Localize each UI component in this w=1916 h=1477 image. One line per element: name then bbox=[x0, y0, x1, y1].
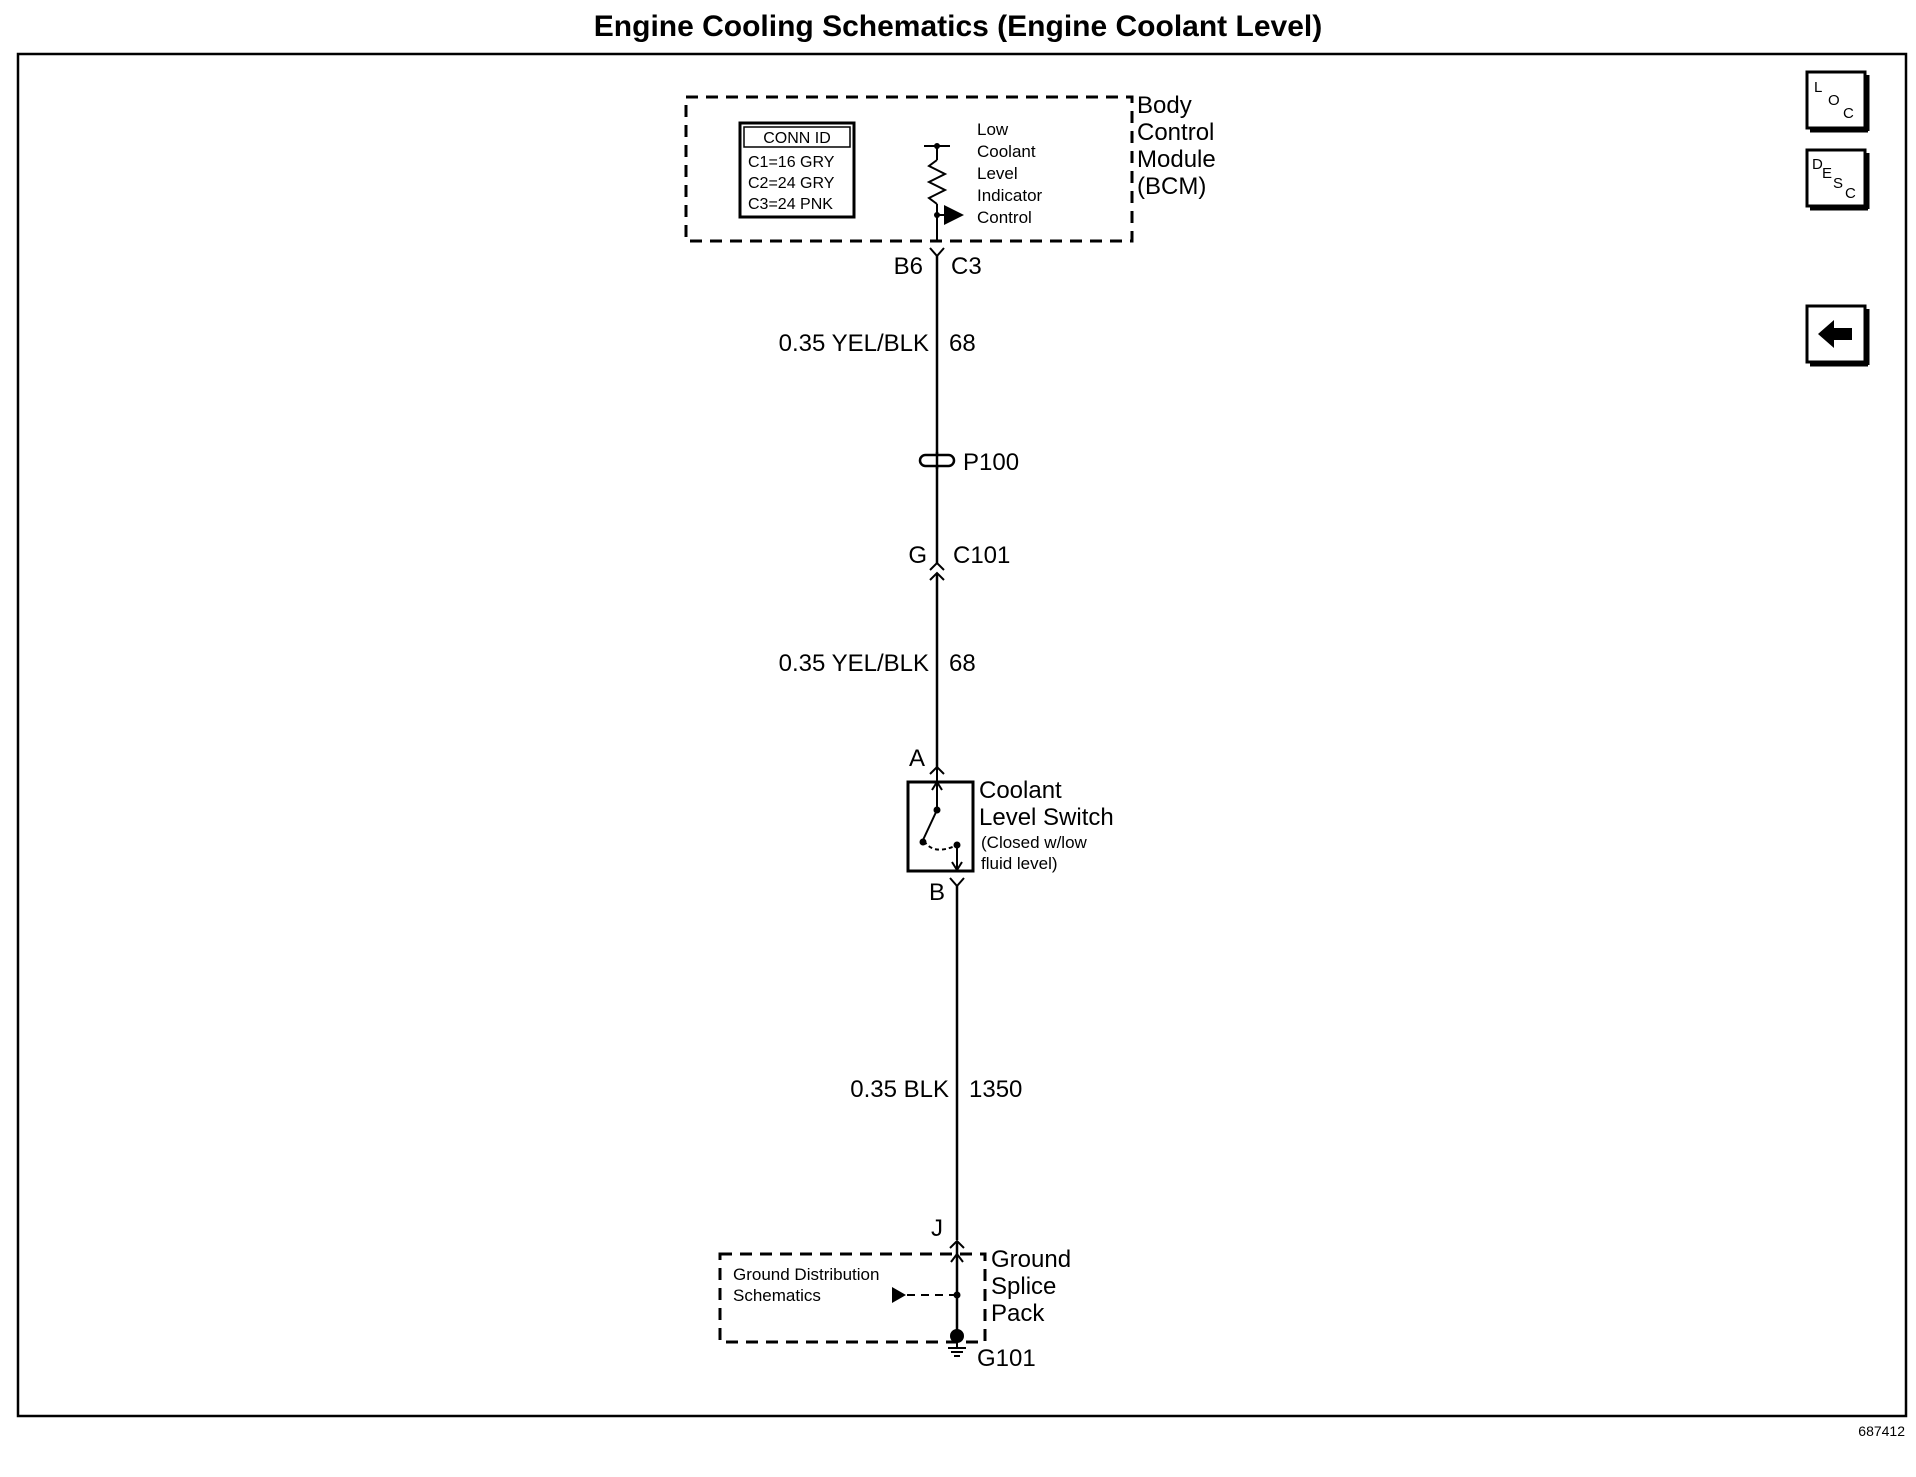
bcm-name-line-1: Body bbox=[1137, 92, 1192, 119]
loc-button[interactable]: L O C bbox=[1805, 70, 1870, 133]
conn-id-c1: C1=16 GRY bbox=[748, 154, 835, 171]
figure-id: 687412 bbox=[1858, 1423, 1905, 1439]
pull-up-resistor-icon bbox=[924, 145, 964, 240]
switch-name-line-1: Coolant bbox=[979, 777, 1062, 804]
conn-id-box: CONN ID C1=16 GRY C2=24 GRY C3=24 PNK bbox=[738, 121, 856, 219]
inline-connector-name: C101 bbox=[953, 542, 1010, 569]
circuit-label-line-1: Low bbox=[977, 120, 1009, 139]
ground-splice-pack: Ground Distribution Schematics Ground Sp… bbox=[718, 1239, 1071, 1344]
pass-through-label: P100 bbox=[963, 449, 1019, 476]
wire-3-circuit: 1350 bbox=[969, 1076, 1022, 1103]
bcm-connector-label: C3 bbox=[951, 253, 982, 280]
reference-arrow-icon bbox=[892, 1287, 906, 1303]
conn-id-c3: C3=24 PNK bbox=[748, 196, 833, 213]
circuit-label-line-2: Coolant bbox=[977, 142, 1036, 161]
ground-splice-name-line-1: Ground bbox=[991, 1246, 1071, 1273]
switch-body bbox=[906, 780, 975, 873]
bcm-dashed-border bbox=[684, 95, 1134, 243]
switch-pin-b: B bbox=[929, 879, 945, 906]
ground-symbol-icon bbox=[948, 1329, 966, 1357]
circuit-label-line-5: Control bbox=[977, 208, 1032, 227]
bcm-pin-label: B6 bbox=[894, 253, 923, 280]
switch-node-top bbox=[933, 806, 941, 814]
ground-splice-name-line-3: Pack bbox=[991, 1300, 1045, 1327]
bcm-name-line-4: (BCM) bbox=[1137, 173, 1206, 200]
coolant-level-switch: Coolant Level Switch (Closed w/low fluid… bbox=[906, 765, 1114, 873]
ground-splice-pin: J bbox=[931, 1215, 943, 1242]
wire-2-circuit: 68 bbox=[949, 650, 976, 677]
desc-letter-4: C bbox=[1845, 185, 1856, 202]
wire-3-gauge-color: 0.35 BLK bbox=[850, 1076, 949, 1103]
switch-pin-a: A bbox=[909, 745, 925, 772]
switch-node-bottom bbox=[953, 841, 961, 849]
diagram-frame bbox=[16, 52, 1908, 1418]
page-title: Engine Cooling Schematics (Engine Coolan… bbox=[594, 10, 1322, 43]
bcm-name-line-3: Module bbox=[1137, 146, 1216, 173]
switch-contact-icon bbox=[922, 767, 963, 872]
switch-node-pivot bbox=[919, 838, 927, 846]
switch-note-line-1: (Closed w/low bbox=[981, 833, 1088, 852]
ground-splice-name-line-2: Splice bbox=[991, 1273, 1056, 1300]
switch-pin-b-symbol bbox=[949, 877, 965, 888]
loc-letter-3: C bbox=[1843, 105, 1854, 122]
loc-letter-2: O bbox=[1828, 92, 1840, 109]
wire-1-circuit: 68 bbox=[949, 330, 976, 357]
inline-connector-pin: G bbox=[908, 542, 927, 569]
back-button[interactable] bbox=[1805, 304, 1870, 367]
resistor-top-node bbox=[934, 143, 940, 149]
wire-1-gauge-color: 0.35 YEL/BLK bbox=[779, 330, 929, 357]
conn-id-header: CONN ID bbox=[763, 130, 831, 147]
body-control-module: CONN ID C1=16 GRY C2=24 GRY C3=24 PNK Lo… bbox=[684, 92, 1216, 243]
circuit-label-line-4: Indicator bbox=[977, 186, 1043, 205]
left-arrow-icon bbox=[1818, 320, 1852, 348]
resistor-output-node bbox=[934, 212, 940, 218]
desc-letter-3: S bbox=[1833, 175, 1843, 192]
ground-reference-line-2: Schematics bbox=[733, 1286, 821, 1305]
ground-splice-dashed-border bbox=[718, 1252, 987, 1344]
switch-name-line-2: Level Switch bbox=[979, 804, 1114, 831]
desc-letter-2: E bbox=[1822, 165, 1832, 182]
circuit-label-line-3: Level bbox=[977, 164, 1018, 183]
ground-reference-line-1: Ground Distribution bbox=[733, 1265, 879, 1284]
bcm-connector-symbol bbox=[929, 247, 945, 258]
desc-letter-1: D bbox=[1812, 156, 1823, 173]
ground-label: G101 bbox=[977, 1345, 1036, 1372]
switch-note-line-2: fluid level) bbox=[981, 854, 1058, 873]
conn-id-c2: C2=24 GRY bbox=[748, 175, 835, 192]
bcm-name-line-2: Control bbox=[1137, 119, 1214, 146]
loc-letter-1: L bbox=[1814, 79, 1822, 96]
wire-2-gauge-color: 0.35 YEL/BLK bbox=[779, 650, 929, 677]
desc-button[interactable]: D E S C bbox=[1805, 148, 1870, 211]
